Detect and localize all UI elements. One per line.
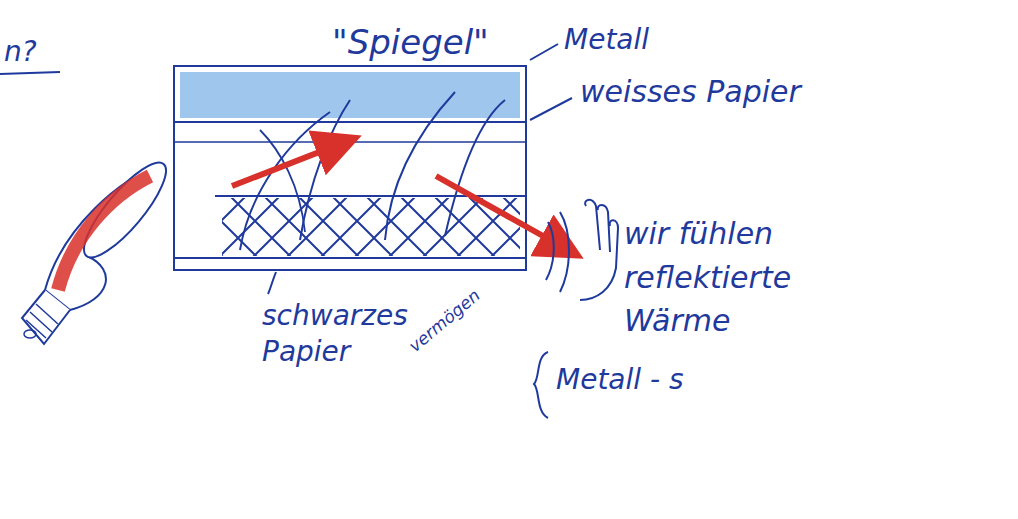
question-fragment: n? [4, 34, 37, 70]
part-label: Metall [564, 22, 649, 58]
part-label: weisses Papier [580, 72, 801, 111]
mirror-title: "Spiegel" [332, 20, 489, 64]
observation-note: wir fühlen reflektierte Wärme [624, 212, 874, 343]
margin-note: vermögen [404, 284, 484, 357]
comparison-note: Metall - s [556, 362, 684, 398]
